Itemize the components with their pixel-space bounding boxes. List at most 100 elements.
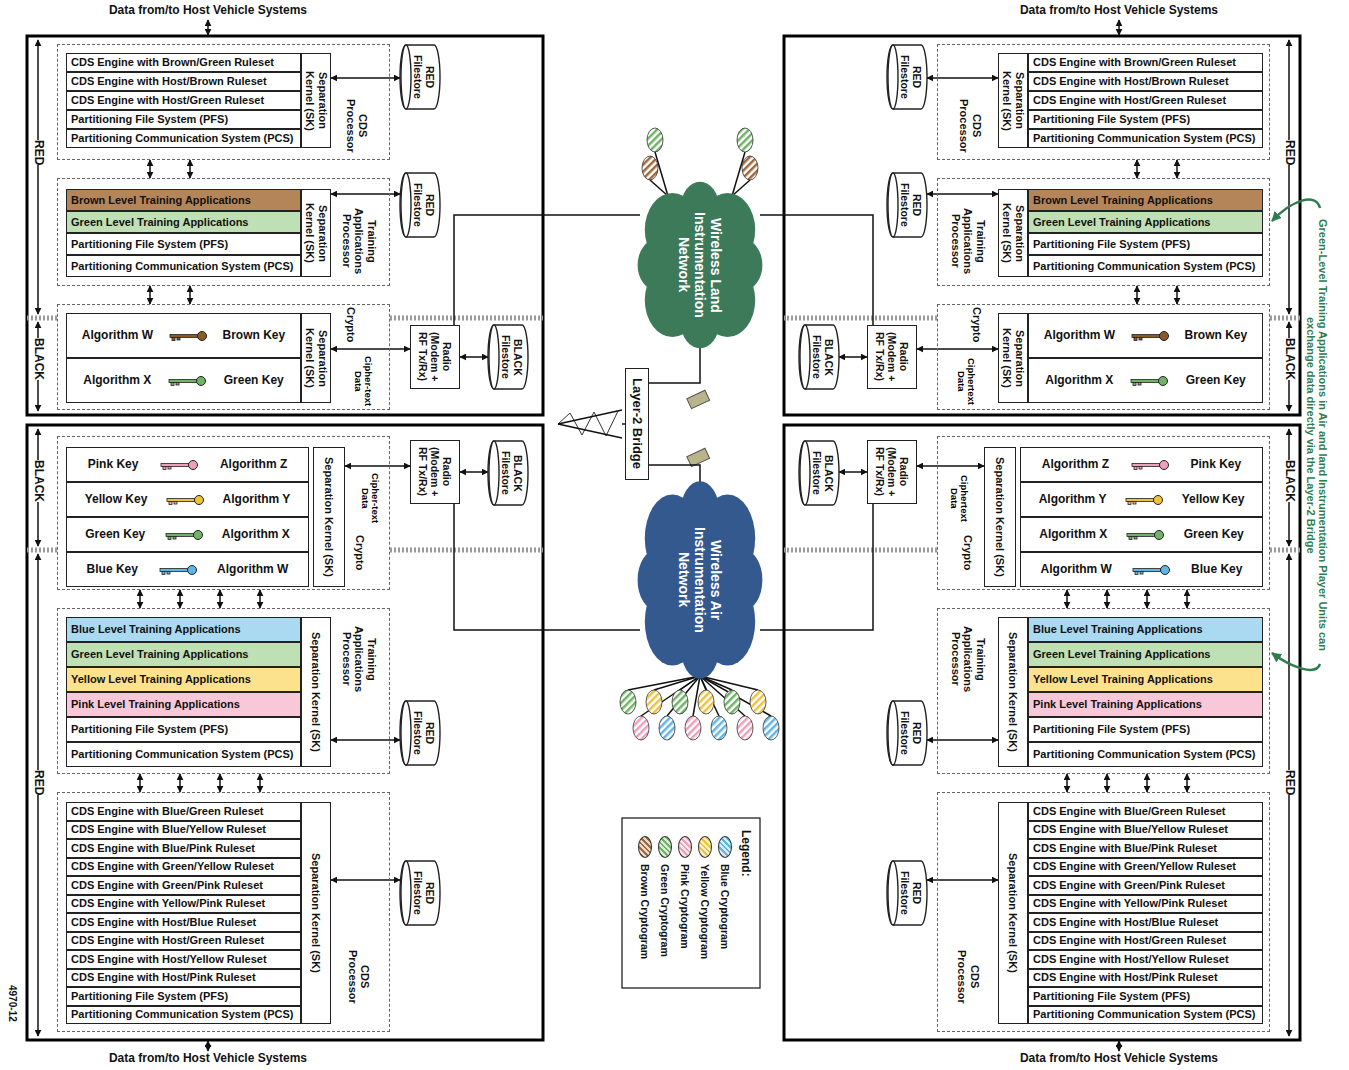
node-text: BLACK Filestore bbox=[811, 328, 835, 386]
connector bbox=[1066, 590, 1068, 608]
legend-text: Green Cryptogram bbox=[659, 864, 671, 957]
connector bbox=[331, 348, 410, 350]
connector bbox=[1136, 160, 1138, 178]
connector bbox=[149, 286, 151, 304]
node-text: Algorithm X bbox=[1039, 528, 1107, 542]
partition-row: CDS Engine with Host/Green Ruleset bbox=[1028, 932, 1263, 951]
cryptogram-oval bbox=[672, 690, 688, 714]
partition-row: Brown Level Training Applications bbox=[1028, 189, 1263, 211]
red-black-divider bbox=[27, 316, 57, 321]
red-black-divider bbox=[784, 316, 937, 321]
node-text: Green Level Training Applications bbox=[1033, 216, 1210, 229]
red-black-divider bbox=[27, 548, 57, 553]
processor-group: Training Applications ProcessorSeparatio… bbox=[937, 608, 1270, 774]
cryptogram-oval bbox=[642, 156, 658, 180]
partition-row: CDS Engine with Host/Pink Ruleset bbox=[66, 969, 301, 988]
node-text: Partitioning Communication System (PCS) bbox=[1033, 260, 1255, 273]
separation-kernel-box: Separation Kernel (SK) bbox=[998, 617, 1028, 767]
legend-text: Blue Cryptogram bbox=[719, 864, 731, 949]
partition-row: Green Level Training Applications bbox=[1028, 211, 1263, 233]
annotation-label: Data from/to Host Vehicle Systems bbox=[1020, 4, 1218, 18]
crypto-key-row: Algorithm WBrown Key bbox=[1028, 313, 1263, 358]
key-icon bbox=[1125, 529, 1165, 541]
key-icon bbox=[1130, 330, 1170, 342]
node-text: Green Level Training Applications bbox=[1033, 648, 1210, 661]
annotation-label: Data from/to Host Vehicle Systems bbox=[109, 4, 307, 18]
filestore-cylinder: RED Filestore bbox=[400, 700, 440, 766]
node-text: Separation Kernel (SK) bbox=[1007, 632, 1020, 752]
node-text: Algorithm X bbox=[1045, 374, 1113, 388]
bridge-device bbox=[687, 390, 710, 408]
partition-row: CDS Engine with Host/Blue Ruleset bbox=[1028, 913, 1263, 932]
node-text: BLACK Filestore bbox=[500, 444, 524, 502]
node-text: CDS Engine with Green/Yellow Ruleset bbox=[71, 860, 274, 873]
connector bbox=[219, 774, 221, 792]
wireless-link bbox=[641, 676, 700, 716]
tower-truss bbox=[558, 411, 618, 436]
filestore-cylinder: RED Filestore bbox=[887, 700, 927, 766]
host-arrow bbox=[207, 1041, 209, 1051]
node-text: Wireless Land Instrumentation Network bbox=[676, 200, 724, 330]
connector bbox=[649, 345, 700, 383]
partition-row: Partitioning Communication System (PCS) bbox=[1028, 255, 1263, 277]
node-text: Crypto bbox=[961, 535, 974, 570]
node-text: CDS Engine with Host/Brown Ruleset bbox=[71, 75, 267, 88]
network-cloud: Wireless Land Instrumentation Network bbox=[640, 185, 760, 345]
partition-row: CDS Engine with Host/Blue Ruleset bbox=[66, 913, 301, 932]
node-text: Wireless Air Instrumentation Network bbox=[676, 500, 724, 660]
wireless-link bbox=[628, 676, 700, 690]
node-text: CDS Engine with Blue/Yellow Ruleset bbox=[71, 823, 266, 836]
connector bbox=[1106, 774, 1108, 792]
node-text: Partitioning File System (PFS) bbox=[1033, 990, 1190, 1003]
annotation-label: RED bbox=[31, 770, 45, 795]
node-text: Green Key bbox=[224, 374, 284, 388]
radio-box: Radio (Modem + RF Tx/Rx) bbox=[867, 440, 917, 504]
node-text: Pink Level Training Applications bbox=[1033, 698, 1202, 711]
node-text: CDS Engine with Yellow/Pink Ruleset bbox=[1033, 897, 1227, 910]
node-text: Blue Level Training Applications bbox=[1033, 623, 1203, 636]
node-text: Partitioning Communication System (PCS) bbox=[71, 132, 293, 145]
node-text: BLACK Filestore bbox=[811, 444, 835, 502]
separation-kernel-box: Separation Kernel (SK) bbox=[313, 447, 345, 587]
key-icon bbox=[168, 330, 208, 342]
legend-text: Yellow Cryptogram bbox=[699, 864, 711, 959]
partition-row: Partitioning File System (PFS) bbox=[66, 233, 301, 255]
filestore-cylinder: BLACK Filestore bbox=[799, 440, 839, 506]
radio-box: Radio (Modem + RF Tx/Rx) bbox=[410, 325, 460, 389]
partition-row: CDS Engine with Host/Brown Ruleset bbox=[1028, 72, 1263, 91]
node-text: Separation Kernel (SK) bbox=[1000, 317, 1025, 399]
key-icon bbox=[167, 375, 207, 387]
node-text: Crypto bbox=[353, 535, 366, 570]
red-black-divider bbox=[390, 316, 543, 321]
key-icon bbox=[1129, 375, 1169, 387]
node-text: CDS Engine with Host/Green Ruleset bbox=[1033, 94, 1226, 107]
legend-text: Pink Cryptogram bbox=[679, 864, 691, 949]
partition-row: CDS Engine with Host/Green Ruleset bbox=[66, 91, 301, 110]
node-text: CDS Engine with Host/Pink Ruleset bbox=[1033, 971, 1218, 984]
connector bbox=[839, 356, 867, 358]
partition-row: CDS Engine with Blue/Pink Ruleset bbox=[1028, 839, 1263, 858]
connector bbox=[179, 774, 181, 792]
connector bbox=[460, 356, 488, 358]
partition-row: Partitioning File System (PFS) bbox=[66, 987, 301, 1006]
node-text: CDS Engine with Host/Yellow Ruleset bbox=[1033, 953, 1229, 966]
node-text: Partitioning File System (PFS) bbox=[71, 113, 228, 126]
cryptogram-oval bbox=[742, 156, 758, 180]
bridge-box: Layer-2 Bridge bbox=[625, 368, 649, 480]
connector bbox=[139, 774, 141, 792]
node-text: Separation Kernel (SK) bbox=[1000, 193, 1025, 273]
connector bbox=[189, 160, 191, 178]
platform-frame bbox=[27, 425, 543, 1040]
node-text: CDS Engine with Host/Blue Ruleset bbox=[71, 916, 256, 929]
filestore-cylinder: RED Filestore bbox=[400, 172, 440, 238]
tower-edge bbox=[558, 424, 622, 438]
node-text: Blue Key bbox=[1191, 563, 1242, 577]
node-text: CDS Engine with Host/Brown Ruleset bbox=[1033, 75, 1229, 88]
cryptogram-oval bbox=[724, 690, 740, 714]
crypto-key-row: Algorithm XGreen Key bbox=[1020, 517, 1263, 552]
key-icon bbox=[159, 459, 199, 471]
node-text: CDS Engine with Blue/Green Ruleset bbox=[1033, 805, 1226, 818]
node-text: Separation Kernel (SK) bbox=[323, 457, 336, 577]
callout-arrow bbox=[1272, 200, 1320, 221]
node-text: Pink Key bbox=[1191, 458, 1242, 472]
